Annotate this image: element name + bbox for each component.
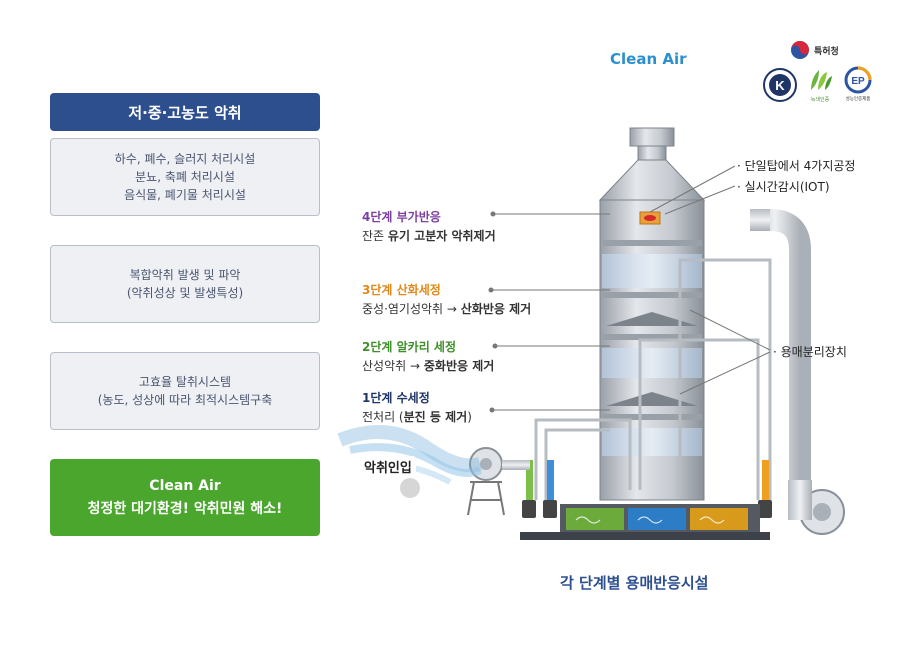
stage-4-desc: 잔존 유기 고분자 악취제거 [362, 227, 496, 246]
stage-4-desc-bold: 유기 고분자 악취제거 [387, 229, 496, 243]
stage-3-desc-bold: 산화반응 제거 [460, 302, 532, 316]
section-title: 저·중·고농도 악취 [50, 93, 320, 131]
stage-1-desc: 전처리 (분진 등 제거) [362, 408, 472, 427]
info-line: (농도, 성상에 따라 최적시스템구축 [97, 393, 273, 407]
result-subtitle: 청정한 대기환경! 악취민원 해소! [87, 500, 283, 517]
stage-4-label: 4단계 부가반응 잔존 유기 고분자 악취제거 [362, 208, 496, 246]
stage-1-desc-bold: 분진 등 제거 [403, 410, 468, 424]
stage-1-desc-end: ) [467, 410, 472, 424]
kipo-badge: 특허청 [790, 40, 839, 60]
info-box-analysis: 복합악취 발생 및 파악 (악취성상 및 발생특성) [50, 245, 320, 323]
info-line: 하수, 폐수, 슬러지 처리시설 [114, 152, 256, 166]
result-title: Clean Air [149, 477, 221, 494]
info-box-system: 고효율 탈취시스템 (농도, 성상에 따라 최적시스템구축 [50, 352, 320, 430]
info-line: 고효율 탈취시스템 [138, 375, 232, 389]
stage-2-label: 2단계 알카리 세정 산성악취 → 중화반응 제거 [362, 338, 494, 376]
scrubber-tower-diagram [337, 127, 845, 540]
annotation-iot: · 실시간감시(IOT) [737, 180, 830, 194]
result-box: Clean Air 청정한 대기환경! 악취민원 해소! [50, 459, 320, 536]
green-cert-text: 녹색인증 [811, 96, 830, 103]
taegeuk-icon [791, 41, 809, 59]
brand-title: Clean Air [610, 50, 687, 68]
stage-4-title: 4단계 부가반응 [362, 210, 441, 224]
stage-2-title: 2단계 알카리 세정 [362, 340, 456, 354]
ep-cert-text: EP [851, 76, 865, 87]
odor-inlet-label: 악취인입 [360, 456, 416, 477]
annotation-separator: · 용매분리장치 [773, 345, 847, 359]
diagram-caption: 각 단계별 용매반응시설 [560, 574, 709, 592]
annotation-single-tower: · 단일탑에서 4가지공정 [737, 159, 856, 173]
stage-2-desc-bold: 중화반응 제거 [423, 359, 495, 373]
kipo-label: 특허청 [814, 46, 839, 57]
ep-cert-icon: EP 성능인증제품 [844, 66, 872, 102]
stage-2-desc: 산성악취 → 중화반응 제거 [362, 357, 494, 376]
k-mark-text: K [775, 78, 785, 93]
stage-1-desc-plain: 전처리 ( [362, 410, 404, 424]
stage-4-desc-plain: 잔존 [362, 229, 388, 243]
stage-2-desc-plain: 산성악취 → [362, 359, 424, 373]
stage-3-title: 3단계 산화세정 [362, 283, 441, 297]
stage-1-title: 1단계 수세정 [362, 391, 430, 405]
green-cert-icon: 녹색인증 [811, 70, 832, 103]
stage-section-1 [602, 414, 702, 456]
ep-cert-caption: 성능인증제품 [846, 95, 871, 102]
info-line: 음식물, 폐기물 처리시설 [124, 188, 246, 202]
stage-3-desc-plain: 중성·염기성악취 → [362, 302, 461, 316]
stage-3-desc: 중성·염기성악취 → 산화반응 제거 [362, 300, 531, 319]
stage-3-label: 3단계 산화세정 중성·염기성악취 → 산화반응 제거 [362, 281, 531, 319]
info-line: 분뇨, 축폐 처리시설 [135, 170, 235, 184]
info-line: (악취성상 및 발생특성) [126, 286, 244, 300]
stage-section-2 [602, 334, 702, 406]
info-box-facilities: 하수, 폐수, 슬러지 처리시설 분뇨, 축폐 처리시설 음식물, 폐기물 처리… [50, 138, 320, 216]
stage-section-3 [602, 292, 702, 326]
info-line: 복합악취 발생 및 파악 [129, 268, 241, 282]
k-mark-icon: K [763, 68, 797, 102]
stage-1-label: 1단계 수세정 전처리 (분진 등 제거) [362, 389, 472, 427]
